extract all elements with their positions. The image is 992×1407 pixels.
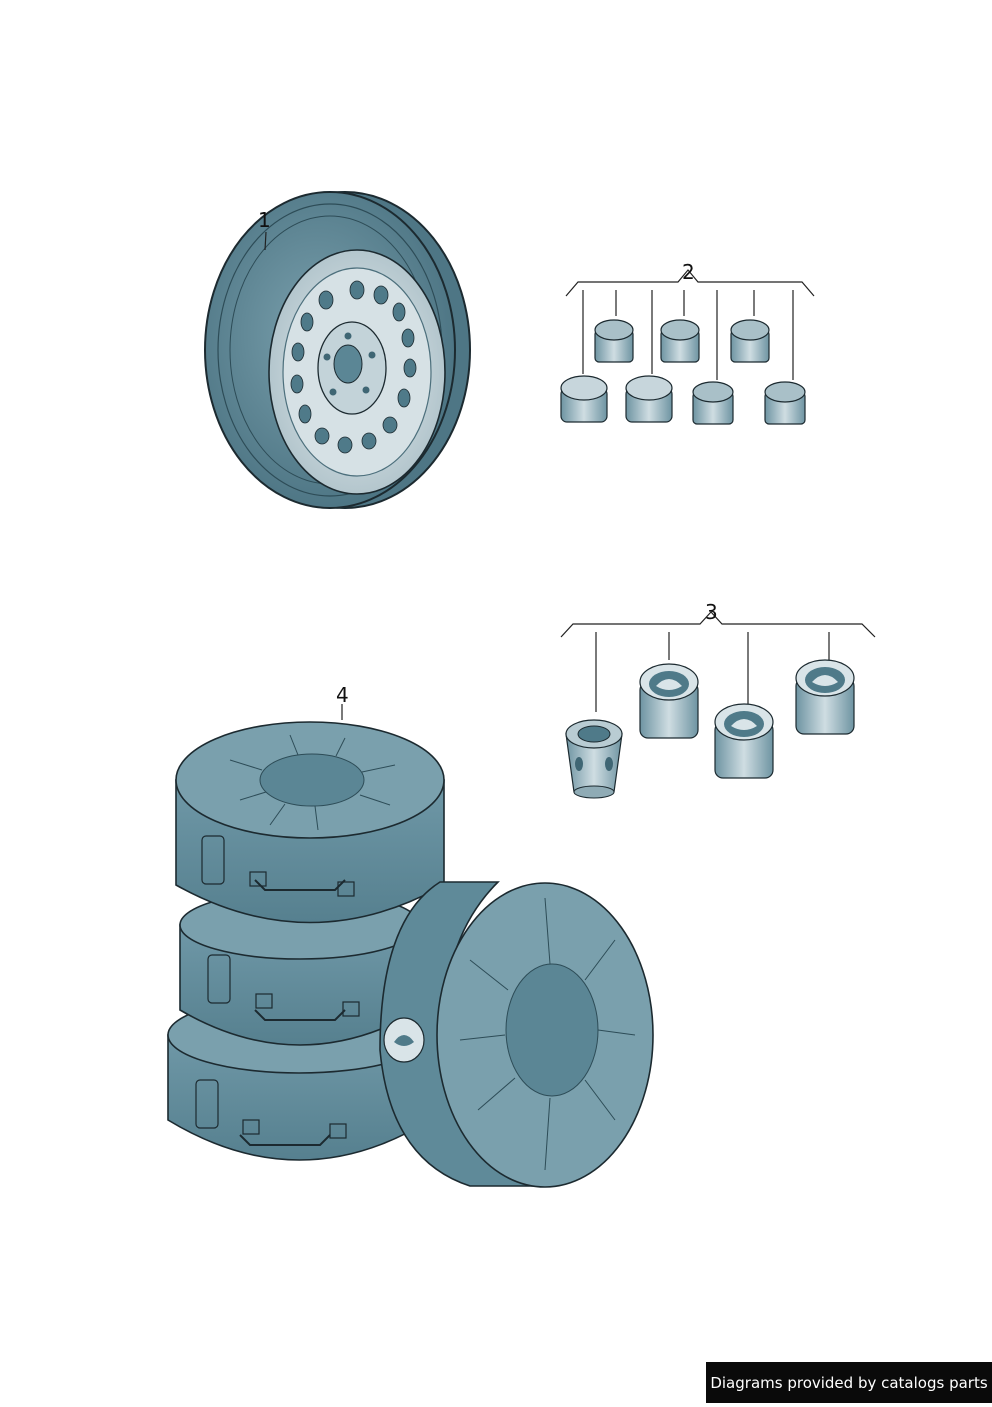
tyre-storage-bags — [167, 721, 654, 1188]
hex-cap — [764, 381, 806, 425]
bracket-2 — [565, 269, 815, 297]
logo-bolt — [795, 659, 855, 735]
tyre-bag-stacked — [175, 721, 445, 924]
callout-2: 2 — [682, 260, 695, 284]
hex-cap — [730, 319, 770, 363]
round-cap — [625, 375, 673, 423]
callout-1: 1 — [258, 208, 271, 232]
round-cap — [560, 375, 608, 423]
callout-3: 3 — [705, 600, 718, 624]
hex-cap — [594, 319, 634, 363]
logo-bolt — [639, 663, 699, 739]
logo-bolt — [714, 703, 774, 779]
steel-spare-wheel — [204, 191, 471, 509]
bolt-caps-group — [560, 269, 815, 425]
hex-cap — [692, 381, 734, 425]
bolt-adapter — [565, 719, 623, 799]
footer-credit-banner: Diagrams provided by catalogs parts — [706, 1362, 992, 1403]
leader-line-1 — [264, 231, 267, 251]
hex-cap — [660, 319, 700, 363]
callout-4: 4 — [336, 683, 349, 707]
anti-theft-bolts-group — [560, 611, 876, 799]
tyre-bag-leaning — [379, 881, 654, 1188]
bracket-3 — [560, 611, 876, 638]
